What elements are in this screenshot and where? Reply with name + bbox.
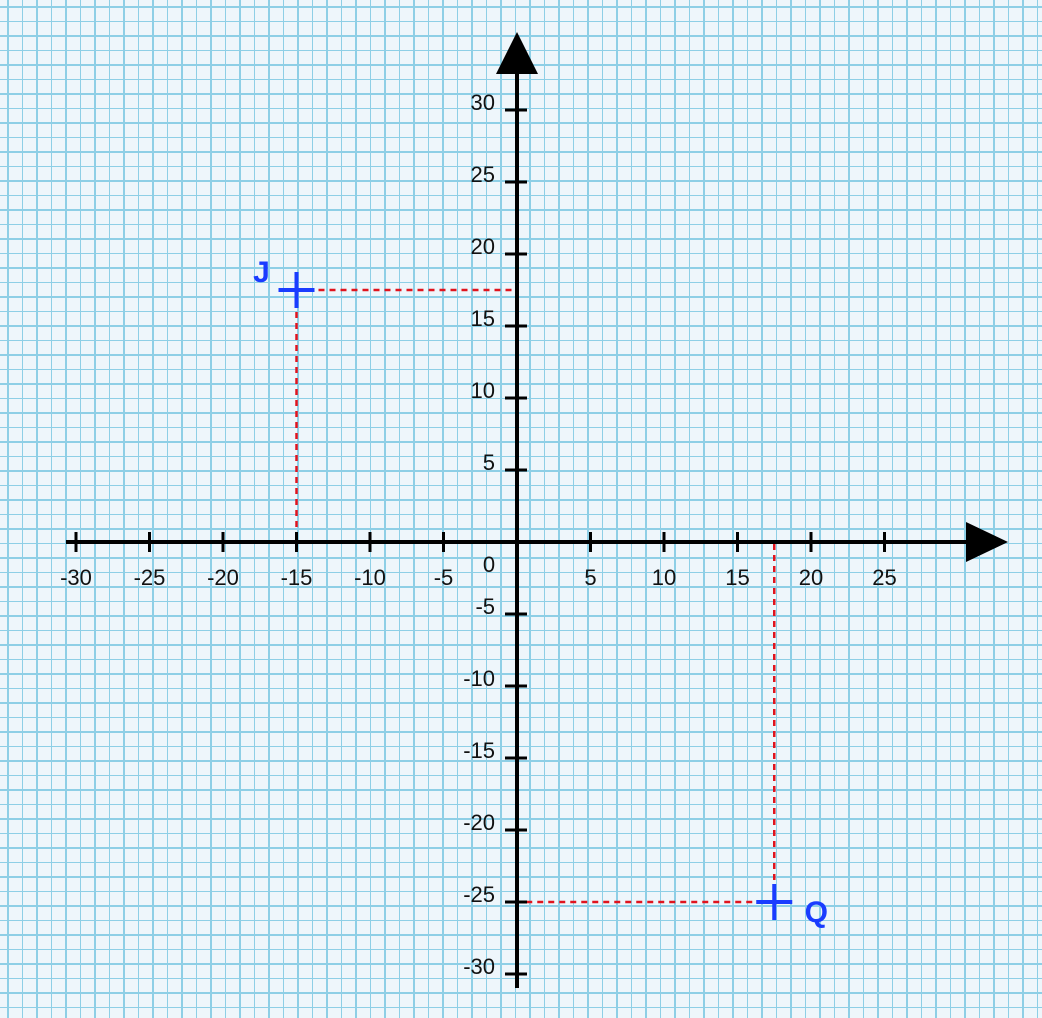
x-tick-label: -30 xyxy=(60,565,92,590)
points: JQ xyxy=(253,256,828,929)
axes xyxy=(66,32,1008,988)
guide-lines xyxy=(295,288,776,904)
y-tick-label: -20 xyxy=(463,810,495,835)
x-tick-label: 5 xyxy=(584,565,596,590)
y-tick-label: -10 xyxy=(463,666,495,691)
y-tick-label: 25 xyxy=(471,162,495,187)
y-tick-label: 15 xyxy=(471,306,495,331)
point-label-j: J xyxy=(253,256,270,289)
x-tick-label: 15 xyxy=(725,565,749,590)
y-tick-label: 5 xyxy=(483,450,495,475)
y-tick-label: 20 xyxy=(471,234,495,259)
tick-labels: -30 -25 -20 -15 -10 -5 5 10 15 20 25 -30 -25 -20 -15 -1… xyxy=(60,90,897,979)
x-tick-label: 20 xyxy=(799,565,823,590)
ticks xyxy=(74,108,886,976)
point-label-q: Q xyxy=(805,896,828,929)
y-tick-label: 30 xyxy=(471,90,495,115)
x-tick-label: -15 xyxy=(281,565,313,590)
y-axis-arrow xyxy=(496,32,538,74)
x-tick-label: 25 xyxy=(872,565,896,590)
y-tick-label: -15 xyxy=(463,738,495,763)
x-tick-label: -5 xyxy=(434,565,454,590)
y-tick-label: -30 xyxy=(463,954,495,979)
x-tick-label: -25 xyxy=(134,565,166,590)
x-tick-label: -10 xyxy=(354,565,386,590)
y-tick-label: -25 xyxy=(463,882,495,907)
origin-label: 0 xyxy=(483,552,495,577)
x-tick-label: 10 xyxy=(652,565,676,590)
y-tick-label: -5 xyxy=(475,594,495,619)
y-tick-label: 10 xyxy=(471,378,495,403)
x-axis-arrow xyxy=(966,522,1008,562)
x-tick-label: -20 xyxy=(207,565,239,590)
